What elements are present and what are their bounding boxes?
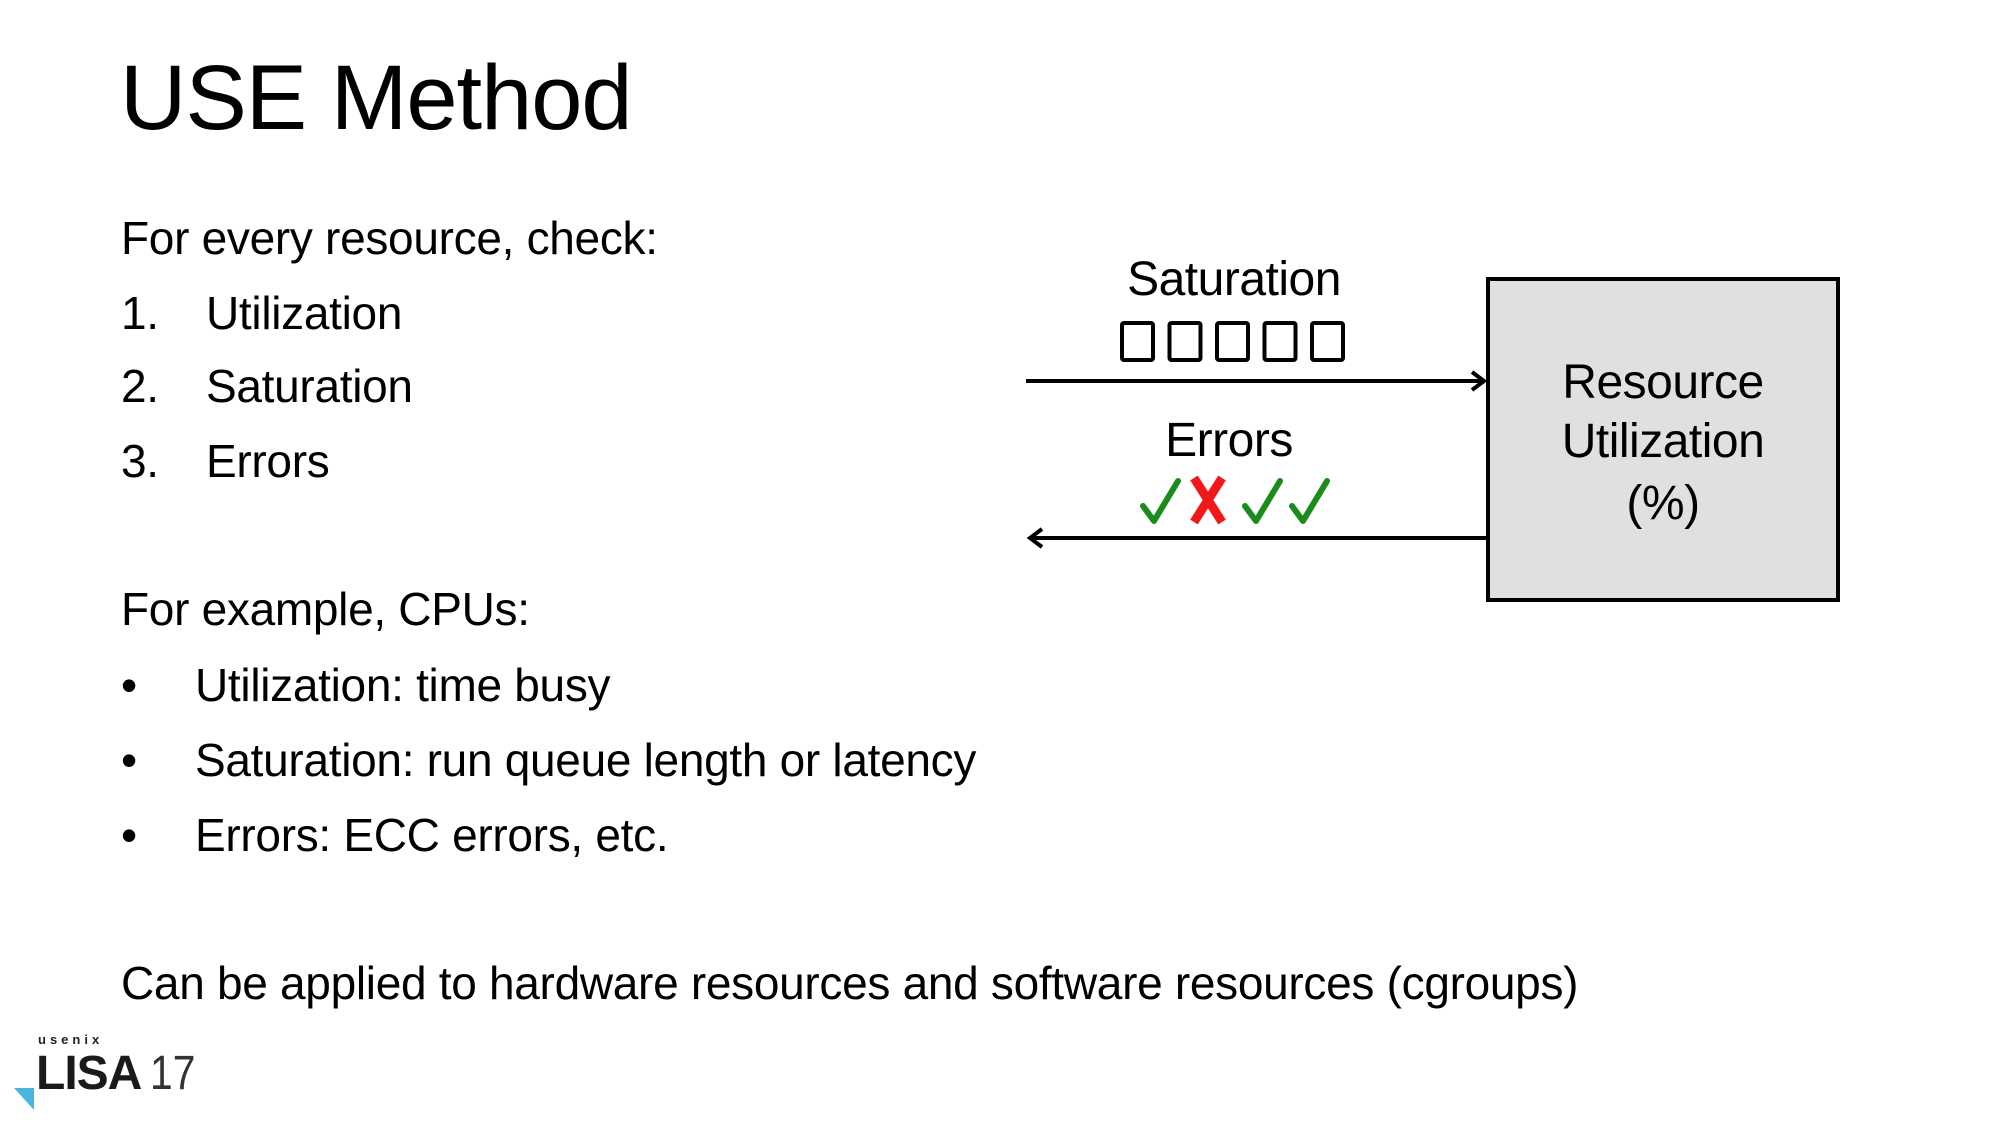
example-text: Saturation: run queue length or latency [195, 734, 977, 786]
check-icon [1242, 478, 1283, 524]
queue-slot [1262, 321, 1298, 362]
logo-name: LISA [36, 1047, 142, 1100]
list-text: Saturation [206, 360, 413, 412]
saturation-arrow [1026, 370, 1488, 392]
slide-title: USE Method [120, 47, 633, 149]
errors-arrow [1026, 527, 1488, 549]
bullet-icon: • [121, 809, 137, 861]
example-text: Errors: ECC errors, etc. [195, 809, 669, 861]
queue-slot [1310, 321, 1345, 362]
queue-slots [1120, 321, 1345, 362]
queue-slot [1120, 321, 1155, 362]
error-marks [1140, 475, 1330, 525]
check-icon [1289, 478, 1330, 524]
list-number: 2. [121, 360, 159, 412]
example-item: • Errors: ECC errors, etc. [121, 809, 669, 861]
example-item: • Utilization: time busy [121, 659, 611, 711]
list-number: 3. [121, 435, 159, 487]
errors-label: Errors [1165, 414, 1293, 467]
checklist-item: 2. Saturation [121, 363, 413, 409]
arrow-head-right-icon [1470, 370, 1488, 392]
list-number: 1. [121, 287, 159, 339]
checklist-item: 1. Utilization [121, 290, 402, 336]
bullet-icon: • [121, 734, 137, 786]
footer-note: Can be applied to hardware resources and… [121, 957, 1579, 1009]
resource-box [1486, 277, 1840, 602]
intro-text: For every resource, check: [121, 212, 658, 264]
checklist-item: 3. Errors [121, 435, 330, 487]
logo-accent-icon [14, 1088, 34, 1110]
resource-label-line: Resource [1562, 356, 1763, 409]
x-mark-icon [1190, 475, 1226, 525]
example-text: Utilization: time busy [195, 659, 611, 711]
saturation-label: Saturation [1127, 253, 1341, 306]
logo-year: 17 [150, 1047, 196, 1100]
queue-slot [1215, 321, 1250, 362]
list-text: Errors [206, 435, 330, 487]
queue-slot [1167, 321, 1203, 362]
example-item: • Saturation: run queue length or latency [121, 737, 976, 783]
arrow-head-left-icon [1026, 527, 1044, 549]
check-icon [1140, 478, 1181, 524]
logo-org: usenix [38, 1032, 104, 1047]
resource-label-line: Utilization [1562, 415, 1765, 468]
resource-label-line: (%) [1626, 477, 1699, 530]
bullet-icon: • [121, 659, 137, 711]
list-text: Utilization [206, 287, 403, 339]
example-heading: For example, CPUs: [121, 583, 530, 635]
